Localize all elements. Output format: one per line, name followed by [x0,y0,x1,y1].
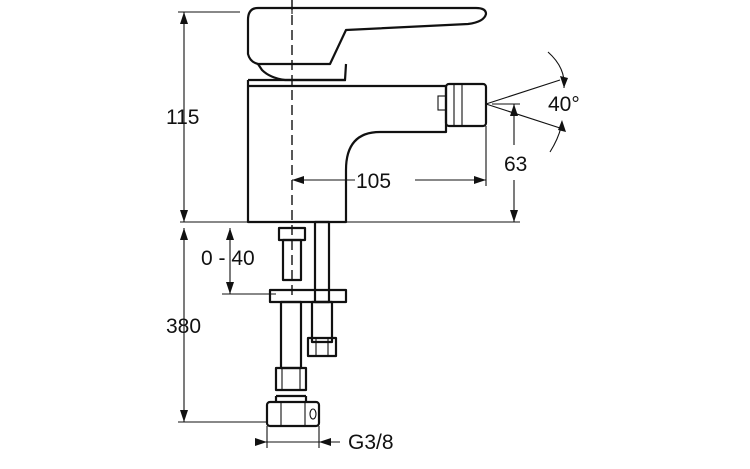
dimension-hose-length [178,228,266,423]
underside-fittings [265,220,348,428]
label-connection-thread: G3/8 [348,431,394,454]
supply-hose [279,300,303,370]
dimension-overall-height [178,11,240,222]
lever-shadow [257,63,348,82]
label-hose-length: 380 [166,315,201,338]
dimension-spray-angle [485,51,568,153]
faucet-body [246,6,488,224]
spray-head [444,82,488,128]
threaded-stud [310,300,334,344]
hose-nut [265,400,321,428]
dimension-spout-height [492,103,520,222]
label-spout-height: 63 [504,153,527,176]
dimension-spout-reach [292,126,487,186]
mounting-plate [268,288,348,304]
label-pop-up-range: 0 - 40 [201,247,255,270]
lever-handle [246,6,488,66]
label-spray-angle: 40° [548,93,580,116]
spout-body [246,80,448,224]
label-spout-reach: 105 [356,170,391,193]
dimension-connection-thread [255,426,340,448]
dimension-pop-up-range [222,228,276,295]
label-overall-height: 115 [166,106,199,129]
